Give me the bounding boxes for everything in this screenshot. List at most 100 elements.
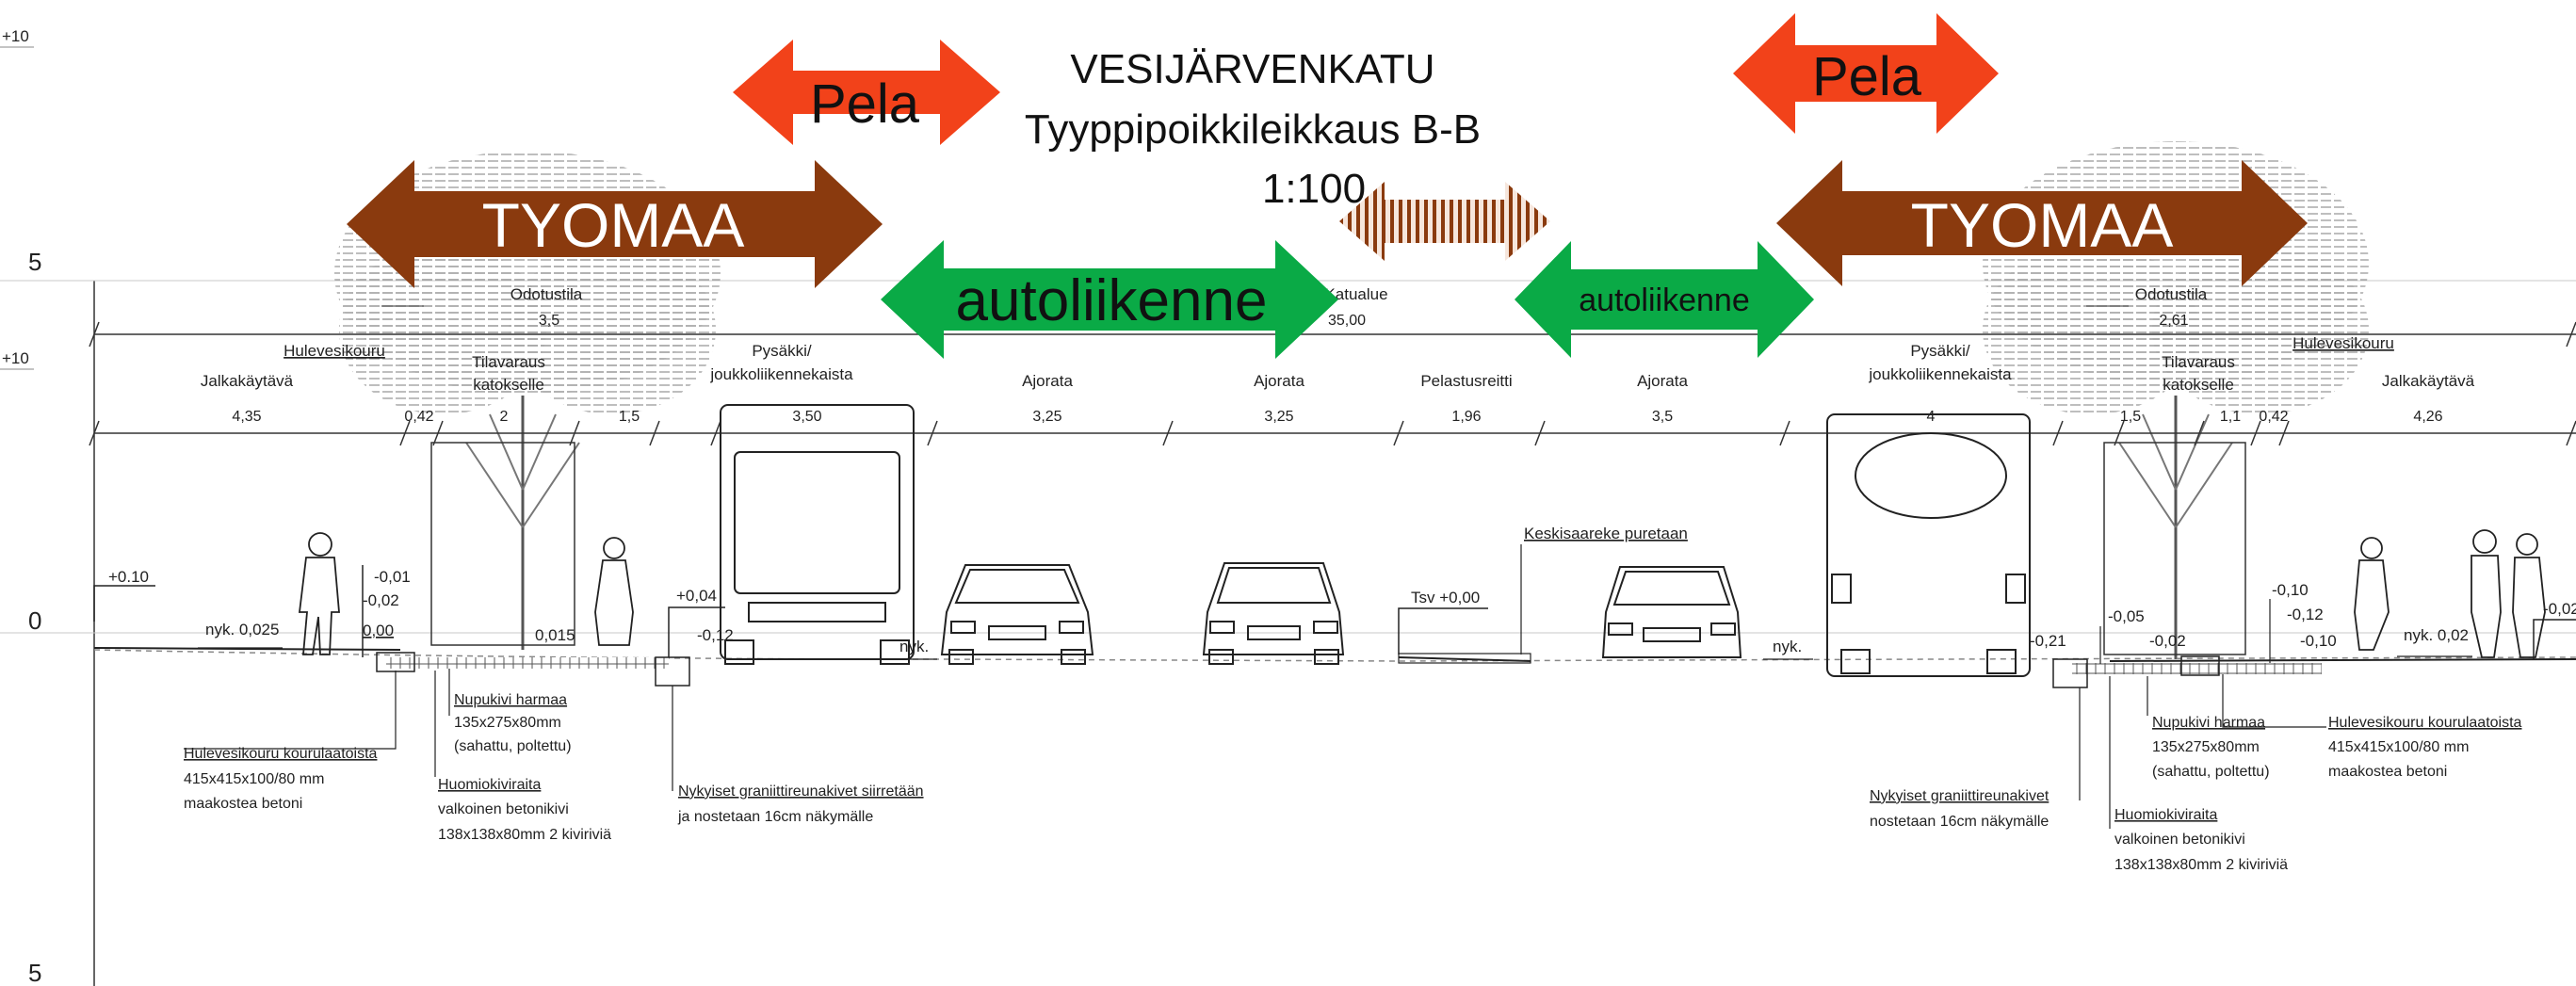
level-label: nyk. 0,025 <box>205 621 279 638</box>
note-text: (sahattu, poltettu) <box>2152 764 2270 780</box>
axis-label-top: +10 <box>2 27 29 45</box>
title-scale: 1:100 <box>1262 166 1366 212</box>
level-label: -0,10 <box>2272 581 2309 599</box>
note-text: maakostea betoni <box>184 796 302 812</box>
note-text: 138x138x80mm 2 kiviriviä <box>438 827 611 843</box>
lane-value: 1,5 <box>619 409 640 425</box>
note-text: valkoinen betonikivi <box>438 801 569 817</box>
level-label: 0,00 <box>363 622 394 639</box>
note-text: 415x415x100/80 mm <box>2328 739 2469 755</box>
lane-label: Ajorata <box>1022 372 1073 390</box>
note-text: Huomiokiviraita <box>2114 807 2217 823</box>
note-text: 415x415x100/80 mm <box>184 771 324 787</box>
title-street: VESIJÄRVENKATU <box>1070 46 1434 92</box>
lane-label: katokselle <box>473 376 544 394</box>
level-label: 0,015 <box>535 626 575 644</box>
level-label: -0,10 <box>2300 632 2337 650</box>
note-text: valkoinen betonikivi <box>2114 832 2245 848</box>
katualue-value: 35,00 <box>1328 313 1366 329</box>
level-label: -0,01 <box>374 568 411 586</box>
bus-left <box>720 404 915 665</box>
paving-left <box>386 657 669 669</box>
level-label: -0,21 <box>2030 632 2066 650</box>
title-block: VESIJÄRVENKATU Tyyppipoikkileikkaus B-B … <box>1025 46 1481 212</box>
note-text: nostetaan 16cm näkymälle <box>1870 814 2049 830</box>
odotustila-right-label: Odotustila <box>2135 285 2208 303</box>
arrow-pela-left: Pela <box>733 40 1000 145</box>
lane-value: 1,1 <box>2220 409 2241 425</box>
note-text: Nupukivi harmaa <box>454 692 567 708</box>
pedestrian-right-1 <box>2354 537 2390 651</box>
arrow-tyomaa-right: TYOMAA <box>1776 160 2308 286</box>
arrow-pela-right: Pela <box>1733 13 1999 134</box>
lane-label: Tilavaraus <box>2162 353 2235 371</box>
odotustila-left-value: 3,5 <box>539 313 559 329</box>
arrow-hatched-center <box>1339 182 1550 261</box>
car-3 <box>1601 566 1742 658</box>
car-2 <box>1202 562 1345 665</box>
lane-label: Pelastusreitti <box>1420 372 1512 390</box>
axis-label-mid: +10 <box>2 349 29 367</box>
lane-value: 1,5 <box>2120 409 2141 425</box>
axis-label-0: 0 <box>28 606 41 635</box>
lane-label: Jalkakäytävä <box>2382 372 2475 390</box>
note-text: Nupukivi harmaa <box>2152 715 2265 731</box>
note-text: Hulevesikouru kourulaatoista <box>184 746 378 762</box>
car-1 <box>940 564 1094 665</box>
note-text: 138x138x80mm 2 kiviriviä <box>2114 857 2288 873</box>
note-text: (sahattu, poltettu) <box>454 738 572 754</box>
note-text: Huomiokiviraita <box>438 777 541 793</box>
lane-label: Ajorata <box>1254 372 1304 390</box>
level-label: -0,12 <box>697 626 734 644</box>
arrow-shape <box>881 240 1338 359</box>
note-text: ja nostetaan 16cm näkymälle <box>677 809 873 825</box>
notes-left: Nupukivi harmaa 135x275x80mm (sahattu, p… <box>184 669 924 843</box>
pedestrian-left-1 <box>298 532 340 655</box>
lane-label: katokselle <box>2163 376 2234 394</box>
note-text: Hulevesikouru kourulaatoista <box>2328 715 2522 731</box>
lane-value: 0,42 <box>2259 409 2288 425</box>
note-text: 135x275x80mm <box>454 715 561 731</box>
arrow-label: Pela <box>1812 46 1922 107</box>
notes-right: Nykyiset graniittireunakivet nostetaan 1… <box>1870 674 2522 873</box>
arrow-auto-right: autoliikenne <box>1515 241 1814 358</box>
keskisaareke-label: Keskisaareke puretaan <box>1524 525 1688 542</box>
arrow-label: autoliikenne <box>956 268 1268 333</box>
lane-label: Ajorata <box>1637 372 1688 390</box>
curb-right <box>2052 658 2088 688</box>
arrow-shape <box>1339 182 1550 261</box>
arrow-shape <box>1733 13 1999 134</box>
lane-value: 4,35 <box>232 409 261 425</box>
lane-label: Pysäkki/ <box>1910 342 1970 360</box>
arrow-label: TYOMAA <box>1911 190 2174 260</box>
lane-value: 3,25 <box>1264 409 1293 425</box>
lane-value: 3,50 <box>792 409 821 425</box>
pedestrian-right-2 <box>2471 529 2502 658</box>
note-text: maakostea betoni <box>2328 764 2447 780</box>
level-label: +0,04 <box>676 587 717 605</box>
level-label: -0,05 <box>2108 607 2145 625</box>
arrow-tyomaa-left: TYOMAA <box>347 160 883 288</box>
arrow-label: TYOMAA <box>482 190 745 260</box>
bus-right <box>1826 413 2031 677</box>
gutter-right <box>2180 655 2220 676</box>
arrow-shape <box>1776 160 2308 286</box>
katualue-label: Katualue <box>1324 285 1387 303</box>
lane-value: 3,25 <box>1032 409 1061 425</box>
lane-value: 4 <box>1927 409 1936 425</box>
level-label: -0,02 <box>2149 632 2186 650</box>
lane-label: Hulevesikouru <box>2292 334 2394 352</box>
odotustila-right-value: 2,61 <box>2159 313 2188 329</box>
top-labels: Odotustila 3,5 Katualue 35,00 Odotustila… <box>510 285 2208 329</box>
median-remnant <box>1398 653 1531 664</box>
lane-label: Jalkakäytävä <box>201 372 294 390</box>
arrow-auto-left: autoliikenne <box>881 240 1338 359</box>
lane-value: 3,5 <box>1652 409 1673 425</box>
note-text: Nykyiset graniittireunakivet <box>1870 788 2049 804</box>
lane-value: 0,42 <box>404 409 433 425</box>
lane-label: Tilavaraus <box>472 353 545 371</box>
level-label: Tsv +0,00 <box>1411 589 1480 606</box>
lane-label: Hulevesikouru <box>284 342 385 360</box>
lane-value: 4,26 <box>2413 409 2442 425</box>
